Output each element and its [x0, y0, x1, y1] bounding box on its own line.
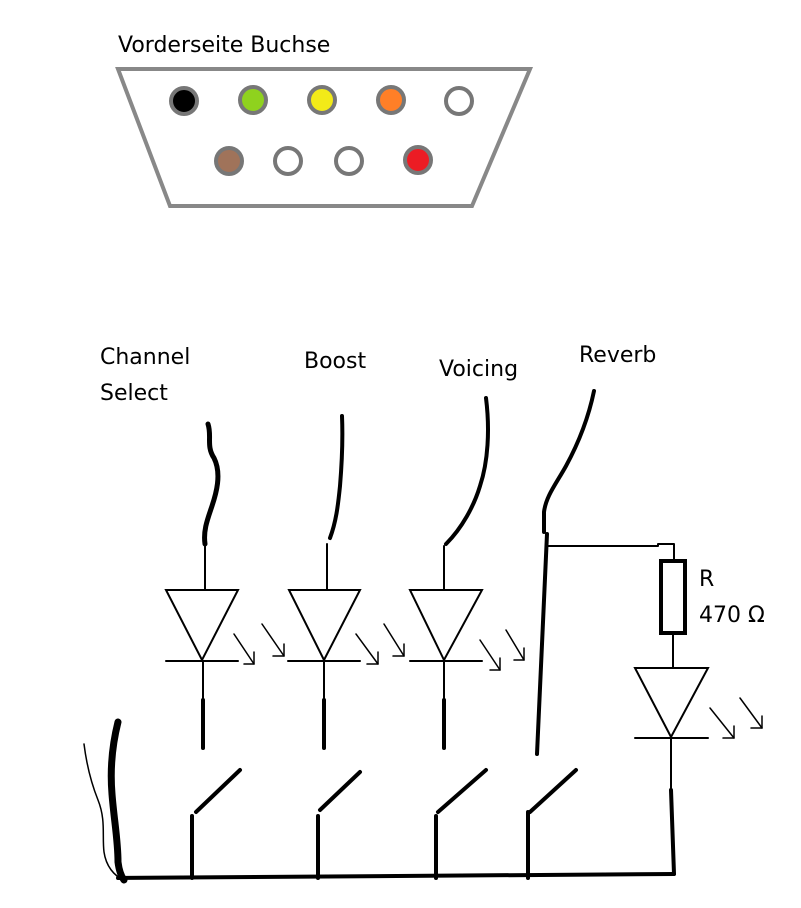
wire-ground	[107, 718, 128, 884]
wire-voicing	[444, 396, 490, 546]
pin-8	[334, 146, 364, 176]
pin-7	[273, 146, 303, 176]
light-arrows-1	[233, 623, 285, 665]
switch-4	[526, 768, 578, 880]
wire-boost	[328, 414, 345, 540]
resistor: R 470 Ω	[659, 559, 765, 669]
light-arrows-4	[709, 697, 763, 739]
pin-6	[214, 146, 244, 176]
ground-bus	[116, 872, 676, 880]
resistor-label: R	[699, 567, 714, 592]
resistor-value: 470 Ω	[699, 603, 765, 628]
reverb-branch	[535, 532, 675, 756]
pin-5	[444, 86, 474, 116]
pin-4	[376, 85, 406, 115]
pin-2	[238, 85, 268, 115]
light-arrows-3	[479, 629, 525, 671]
led-boost	[287, 543, 405, 750]
switch-2	[316, 770, 362, 880]
wire-channel-select	[202, 421, 221, 547]
pin-3	[307, 85, 337, 115]
label-channel-select-line1: Channel	[100, 345, 190, 370]
pin-1	[169, 86, 199, 116]
light-arrows-2	[355, 623, 405, 665]
label-channel-select-line2: Select	[100, 381, 168, 406]
switch-3	[434, 768, 488, 880]
switch-1	[190, 768, 242, 880]
led-voicing	[408, 545, 525, 750]
connector-title: Vorderseite Buchse	[118, 33, 330, 58]
label-boost: Boost	[304, 349, 366, 374]
label-channel-select: Channel Select	[100, 345, 197, 406]
led-channel-select	[164, 545, 285, 750]
connector-pins	[169, 85, 474, 176]
pin-9	[403, 145, 433, 175]
label-voicing: Voicing	[439, 357, 518, 382]
label-reverb: Reverb	[579, 343, 656, 368]
led-reverb	[633, 667, 763, 876]
wire-ground-outline	[83, 743, 125, 881]
wire-reverb	[542, 389, 596, 534]
